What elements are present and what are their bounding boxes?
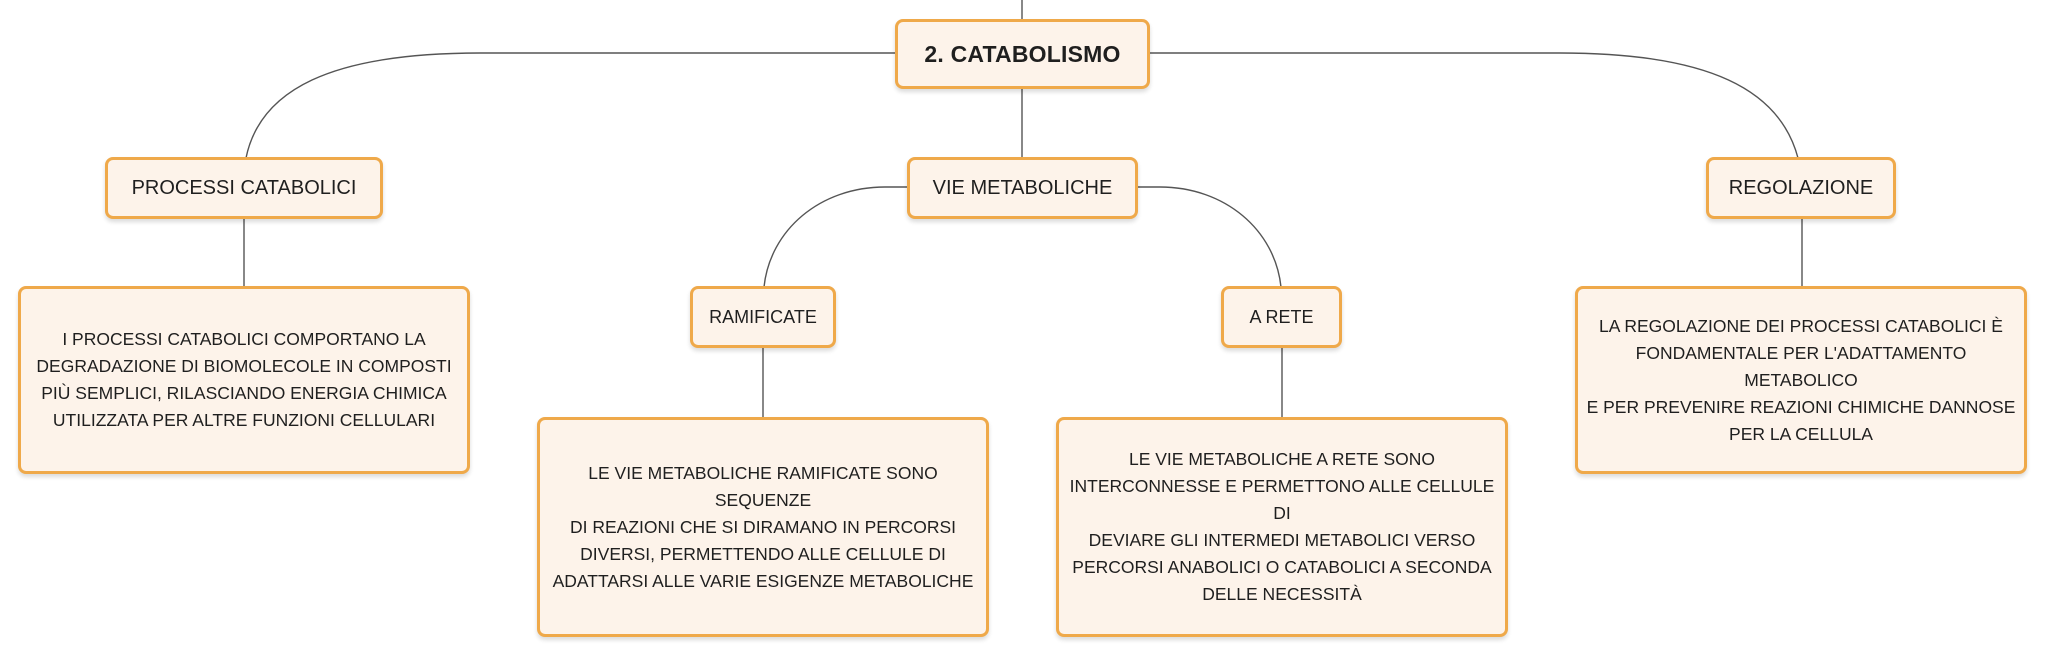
- desc-ramificate[interactable]: LE VIE METABOLICHE RAMIFICATE SONO SEQUE…: [537, 417, 989, 637]
- desc-text: LE VIE METABOLICHE RAMIFICATE SONO SEQUE…: [552, 462, 974, 591]
- node-vie-metaboliche[interactable]: VIE METABOLICHE: [907, 157, 1138, 219]
- node-label: A RETE: [1249, 306, 1314, 327]
- root-node[interactable]: 2. CATABOLISMO: [895, 19, 1150, 89]
- node-processi-catabolici[interactable]: PROCESSI CATABOLICI: [105, 157, 383, 219]
- desc-text: LE VIE METABOLICHE A RETE SONO INTERCONN…: [1069, 449, 1495, 604]
- node-label: RAMIFICATE: [709, 306, 817, 327]
- root-label: 2. CATABOLISMO: [924, 40, 1121, 67]
- node-a-rete[interactable]: A RETE: [1221, 286, 1342, 348]
- node-label: REGOLAZIONE: [1728, 176, 1874, 199]
- connector-root-regolazione: [1148, 52, 1799, 159]
- connector-vie-arete: [1137, 186, 1282, 288]
- node-ramificate[interactable]: RAMIFICATE: [690, 286, 836, 348]
- node-regolazione[interactable]: REGOLAZIONE: [1706, 157, 1896, 219]
- connector-root-processi: [245, 52, 896, 159]
- node-label: PROCESSI CATABOLICI: [131, 176, 357, 199]
- node-label: VIE METABOLICHE: [932, 176, 1113, 199]
- desc-text: LA REGOLAZIONE DEI PROCESSI CATABOLICI È…: [1586, 315, 2016, 444]
- desc-a-rete[interactable]: LE VIE METABOLICHE A RETE SONO INTERCONN…: [1056, 417, 1508, 637]
- desc-processi-catabolici[interactable]: I PROCESSI CATABOLICI COMPORTANO LA DEGR…: [18, 286, 470, 474]
- desc-regolazione[interactable]: LA REGOLAZIONE DEI PROCESSI CATABOLICI È…: [1575, 286, 2027, 474]
- desc-text: I PROCESSI CATABOLICI COMPORTANO LA DEGR…: [36, 329, 452, 430]
- connector-vie-ramificate: [763, 186, 907, 288]
